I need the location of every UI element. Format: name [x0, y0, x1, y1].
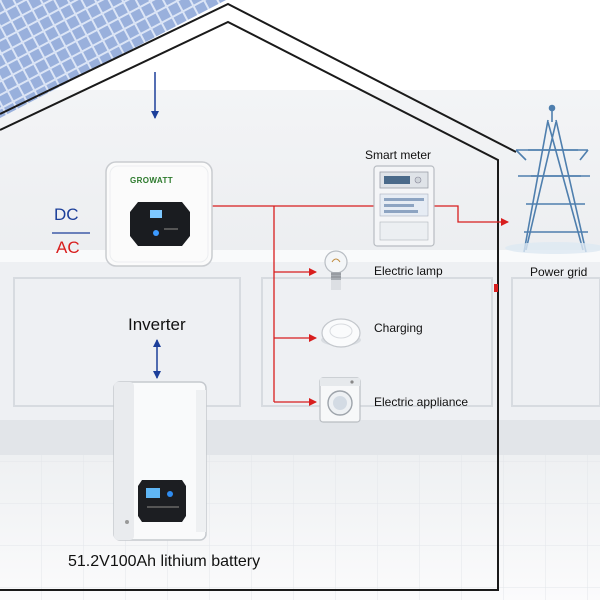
grid-connection-mark: [494, 284, 498, 292]
smart-meter-icon: [373, 165, 435, 247]
light-bulb-icon: [324, 250, 348, 290]
battery-icon: [113, 381, 207, 541]
wainscot: [0, 262, 600, 420]
power-grid-label: Power grid: [530, 265, 588, 279]
charging-label: Charging: [374, 321, 423, 335]
electric-lamp-label: Electric lamp: [374, 264, 443, 278]
wainscot-panel-right: [511, 277, 600, 407]
smart-meter-label: Smart meter: [365, 148, 432, 162]
ac-wiring: [210, 205, 509, 406]
dc-label: DC: [54, 205, 79, 224]
chair-rail: [0, 250, 600, 262]
pylon-shadow: [505, 242, 600, 254]
washing-machine-icon: [319, 377, 361, 423]
wainscot-panel-center: [261, 277, 493, 407]
house-outline-inner: [0, 20, 499, 591]
floor-tiles: [0, 455, 600, 600]
baseboard: [0, 420, 600, 460]
battery-label: 51.2V100Ah lithium battery: [68, 553, 261, 570]
ac-label: AC: [56, 238, 80, 257]
power-pylon-icon: [515, 104, 590, 253]
house-roof-outer: [0, 2, 517, 153]
inverter-icon: [105, 161, 213, 267]
inverter-label: Inverter: [128, 315, 186, 334]
inverter-brand-logo: GROWATT: [130, 176, 174, 185]
charging-pad-icon: [321, 318, 361, 348]
electric-appliance-label: Electric appliance: [374, 395, 469, 409]
